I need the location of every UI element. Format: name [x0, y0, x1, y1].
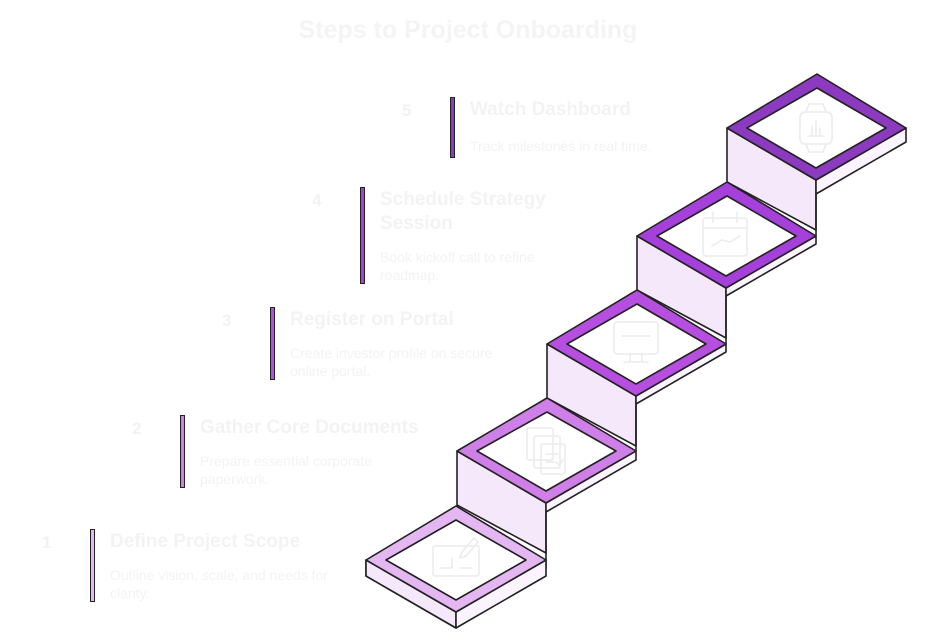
- step-5-number: 5: [402, 101, 412, 120]
- step-3-bar: [270, 307, 275, 380]
- step-4-bar: [360, 187, 365, 284]
- step-1-bar: [90, 529, 95, 602]
- monitor-icon: [613, 321, 659, 363]
- step-5-bar: [450, 97, 455, 158]
- step-3-number: 3: [222, 311, 232, 330]
- step-1-description: Outline vision, scale, and needs for cla…: [110, 567, 328, 601]
- documents-icon: [526, 427, 566, 475]
- blueprint-icon: [432, 537, 480, 577]
- step-2-number: 2: [132, 419, 142, 438]
- calendar-icon: [702, 211, 748, 257]
- step-5-title: Watch Dashboard: [470, 99, 631, 120]
- step-1-number: 1: [42, 533, 52, 552]
- step-2-description: Prepare essential corporate paperwork.: [200, 453, 372, 487]
- step-4-description: Book kickoff call to refine roadmap.: [380, 249, 535, 283]
- step-4-number: 4: [312, 191, 322, 210]
- step-1-title: Define Project Scope: [110, 531, 301, 552]
- step-5-description: Track milestones in real time.: [470, 138, 652, 154]
- diagram-title: Steps to Project Onboarding: [298, 16, 638, 44]
- step-3-description: Create investor profile on secure online…: [290, 345, 493, 379]
- step-2-title: Gather Core Documents: [200, 417, 419, 438]
- smartwatch-icon: [799, 103, 833, 153]
- step-2-bar: [180, 415, 185, 488]
- step-4-title: Schedule Strategy Session: [380, 189, 546, 234]
- step-3-title: Register on Portal: [290, 309, 454, 330]
